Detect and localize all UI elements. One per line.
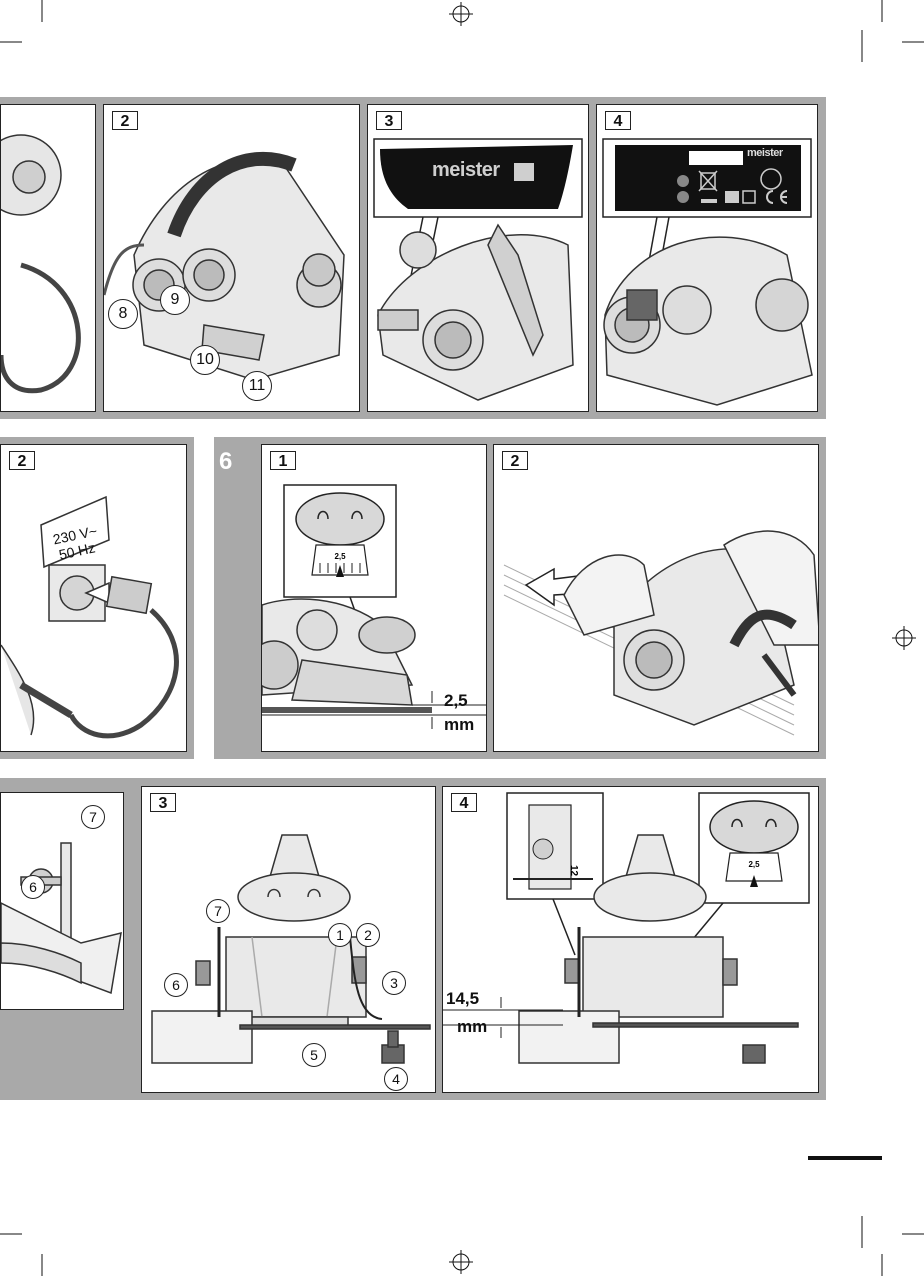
row2-left-panel: 2 230 V~ 50 Hz: [0, 444, 187, 752]
callout-10: 10: [190, 345, 220, 375]
front-label-illustration: [368, 105, 589, 412]
guide-fence-illustration: [1, 793, 124, 1010]
callout-9: 9: [160, 285, 190, 315]
socket-plug-illustration: [1, 445, 187, 752]
callout-8: 8: [108, 299, 138, 329]
callout-6: 6: [21, 875, 45, 899]
callout-2: 2: [356, 923, 380, 947]
section-number: 6: [219, 448, 232, 476]
depth-measurement-unit: mm: [444, 715, 474, 735]
gauge-value-text: 2,5: [334, 552, 346, 561]
callout-1: 1: [328, 923, 352, 947]
callout-7: 7: [81, 805, 105, 829]
row1-panel-2: 2 8 9 10 11: [103, 104, 360, 412]
callout-5: 5: [302, 1043, 326, 1067]
planing-operation-illustration: [494, 445, 819, 752]
gauge-value-text: 2,5: [748, 860, 760, 869]
callout-3: 3: [382, 971, 406, 995]
row1-panel-partial: [0, 104, 96, 412]
row2-panel-2: 2: [493, 444, 819, 752]
fence-assembly-illustration: [142, 787, 436, 1093]
brand-logo: meister: [432, 159, 500, 182]
planer-side-illustration: [104, 105, 360, 412]
callout-6: 6: [164, 973, 188, 997]
row2-panel-1: 1 2,5 2,5 mm: [261, 444, 487, 752]
callout-11: 11: [242, 371, 272, 401]
callout-4: 4: [384, 1067, 408, 1091]
row1-panel-4: 4 meister: [596, 104, 818, 412]
ruler-value-text: 12: [568, 865, 579, 877]
width-measurement-unit: mm: [457, 1017, 487, 1037]
rating-plate-illustration: [597, 105, 818, 412]
row1-panel-3: 3 meister: [367, 104, 589, 412]
fence-width-illustration: 12 2,5: [443, 787, 819, 1093]
row3-panel-3: 3 7 1 2 6 3 5 4: [141, 786, 436, 1093]
width-measurement-value: 14,5: [446, 989, 479, 1009]
brand-logo: meister: [747, 147, 783, 159]
row3-panel-4: 4 12 2,5 14,5 mm: [442, 786, 819, 1093]
callout-7: 7: [206, 899, 230, 923]
depth-measurement-value: 2,5: [444, 691, 468, 711]
row3-left-panel: 7 6: [0, 792, 124, 1010]
cord-illustration: [1, 105, 96, 412]
